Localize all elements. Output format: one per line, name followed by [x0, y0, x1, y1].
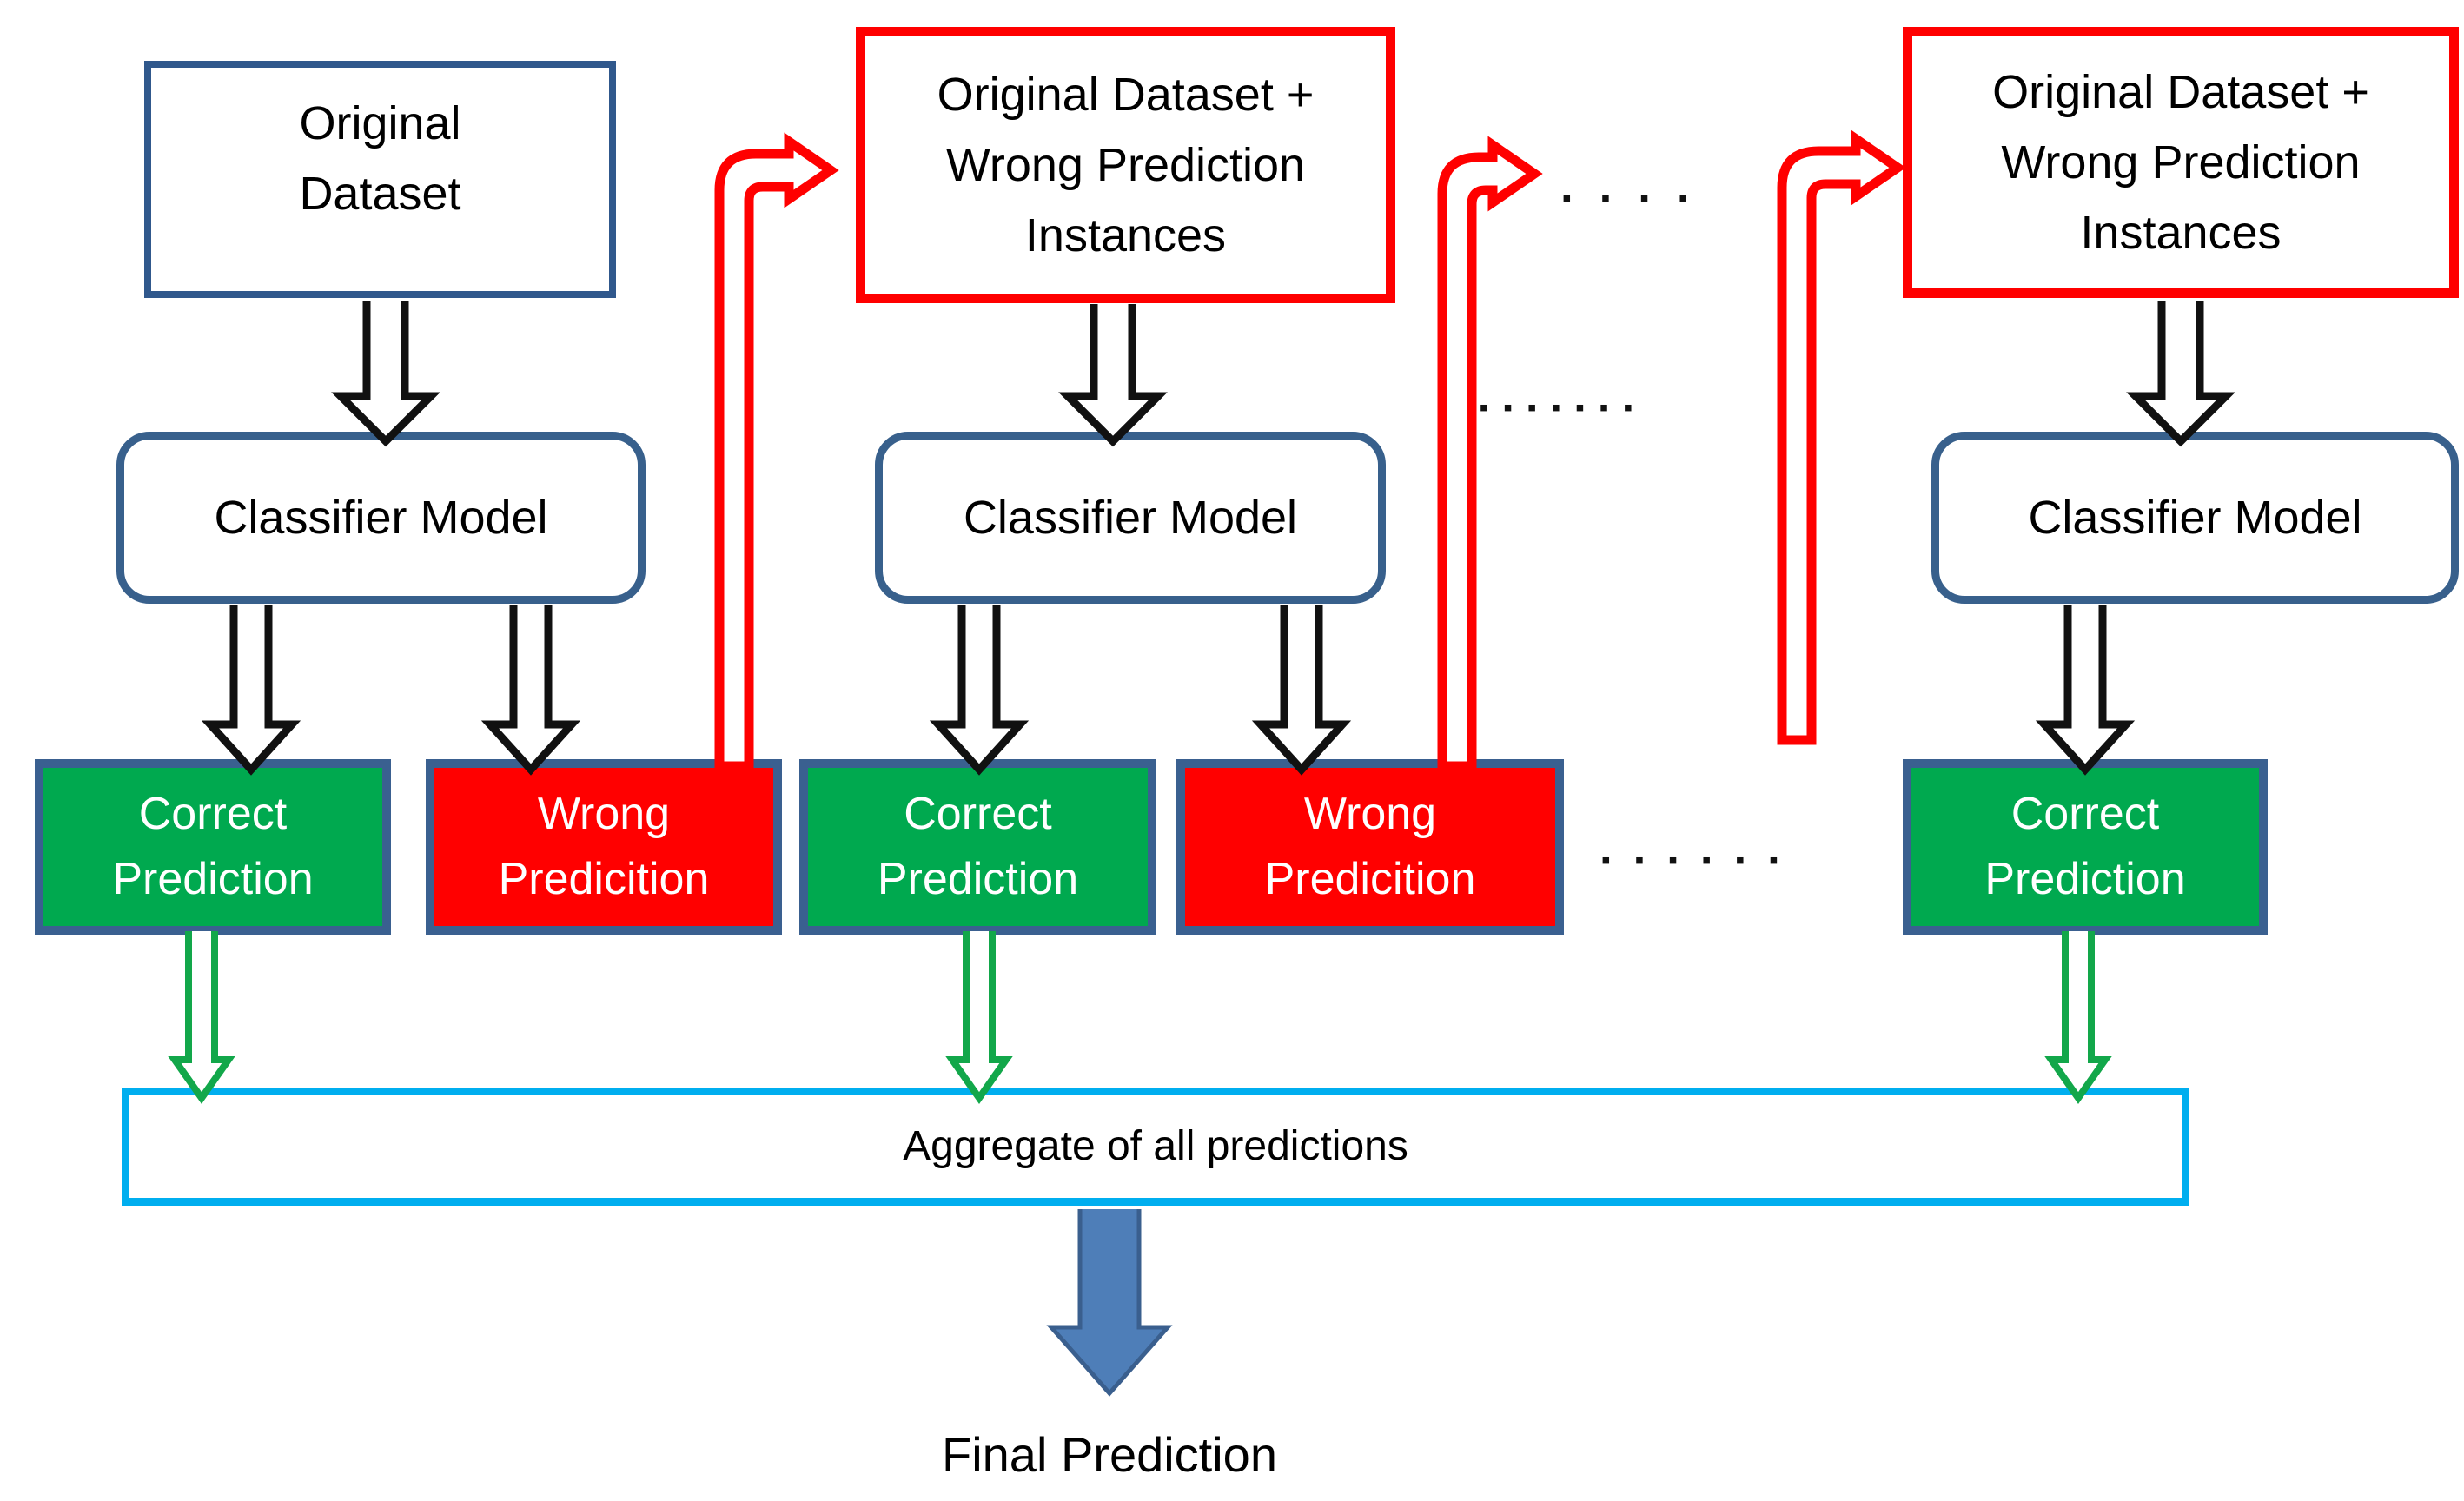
ellipsis-dots-top: ▪▪▪▪: [1562, 184, 1718, 213]
correct-prediction-box-2: Correct Prediction: [799, 759, 1156, 935]
original-dataset-label: Original Dataset: [299, 96, 461, 220]
feedback-arrow-ellipsis-to-dataset3: [1777, 129, 1906, 745]
feedback-arrow-wrong2-to-ellipsis: [1437, 136, 1543, 771]
wrong-prediction-box-2: Wrong Predicition: [1176, 759, 1564, 935]
arrow-classifier3-to-correct3: [2035, 605, 2136, 776]
arrow-classifier2-to-correct2: [929, 605, 1030, 776]
arrow-dataset2-to-classifier2: [1058, 304, 1168, 447]
wrong-prediction-label-2: Wrong Predicition: [1264, 788, 1476, 904]
arrow-correct2-to-aggregate: [945, 931, 1013, 1104]
aggregate-box: Aggregate of all predictions: [122, 1088, 2189, 1206]
correct-prediction-box-3: Correct Prediction: [1903, 759, 2268, 935]
classifier-model-label-1: Classifier Model: [214, 491, 548, 544]
ellipsis-dots-lower: ▪▪▪▪▪▪: [1601, 846, 1803, 875]
aggregate-label: Aggregate of all predictions: [903, 1123, 1408, 1169]
classifier-model-box-1: Classifier Model: [116, 432, 646, 604]
original-dataset-box: Original Dataset: [144, 61, 616, 298]
correct-prediction-label-3: Correct Prediction: [1984, 788, 2186, 904]
arrow-classifier2-to-wrong2: [1251, 605, 1352, 776]
final-prediction-label: Final Prediction: [942, 1427, 1277, 1482]
augmented-dataset-label-1: Original Dataset + Wrong Prediction Inst…: [937, 68, 1315, 261]
classifier-model-box-2: Classifier Model: [875, 432, 1386, 604]
classifier-model-label-3: Classifier Model: [2028, 491, 2362, 544]
classifier-model-label-2: Classifier Model: [963, 491, 1298, 544]
correct-prediction-box-1: Correct Prediction: [35, 759, 391, 935]
correct-prediction-label-2: Correct Prediction: [877, 788, 1079, 904]
arrow-aggregate-to-final: [1046, 1209, 1173, 1397]
arrow-correct1-to-aggregate: [168, 931, 235, 1104]
arrow-dataset3-to-classifier3: [2126, 301, 2235, 447]
arrow-classifier1-to-correct1: [201, 605, 301, 776]
feedback-arrow-wrong1-to-dataset2: [714, 132, 839, 771]
ellipsis-dots-middle: ▪▪▪▪▪▪▪▪: [1455, 393, 1648, 422]
augmented-dataset-label-2: Original Dataset + Wrong Prediction Inst…: [1992, 65, 2369, 259]
wrong-prediction-label-1: Wrong Predicition: [498, 788, 710, 904]
arrow-dataset1-to-classifier1: [331, 301, 440, 447]
arrow-classifier1-to-wrong1: [480, 605, 581, 776]
wrong-prediction-box-1: Wrong Predicition: [426, 759, 782, 935]
correct-prediction-label-1: Correct Prediction: [112, 788, 314, 904]
classifier-model-box-3: Classifier Model: [1931, 432, 2459, 604]
augmented-dataset-box-2: Original Dataset + Wrong Prediction Inst…: [1903, 27, 2459, 298]
arrow-correct3-to-aggregate: [2044, 931, 2112, 1104]
augmented-dataset-box-1: Original Dataset + Wrong Prediction Inst…: [856, 27, 1395, 303]
